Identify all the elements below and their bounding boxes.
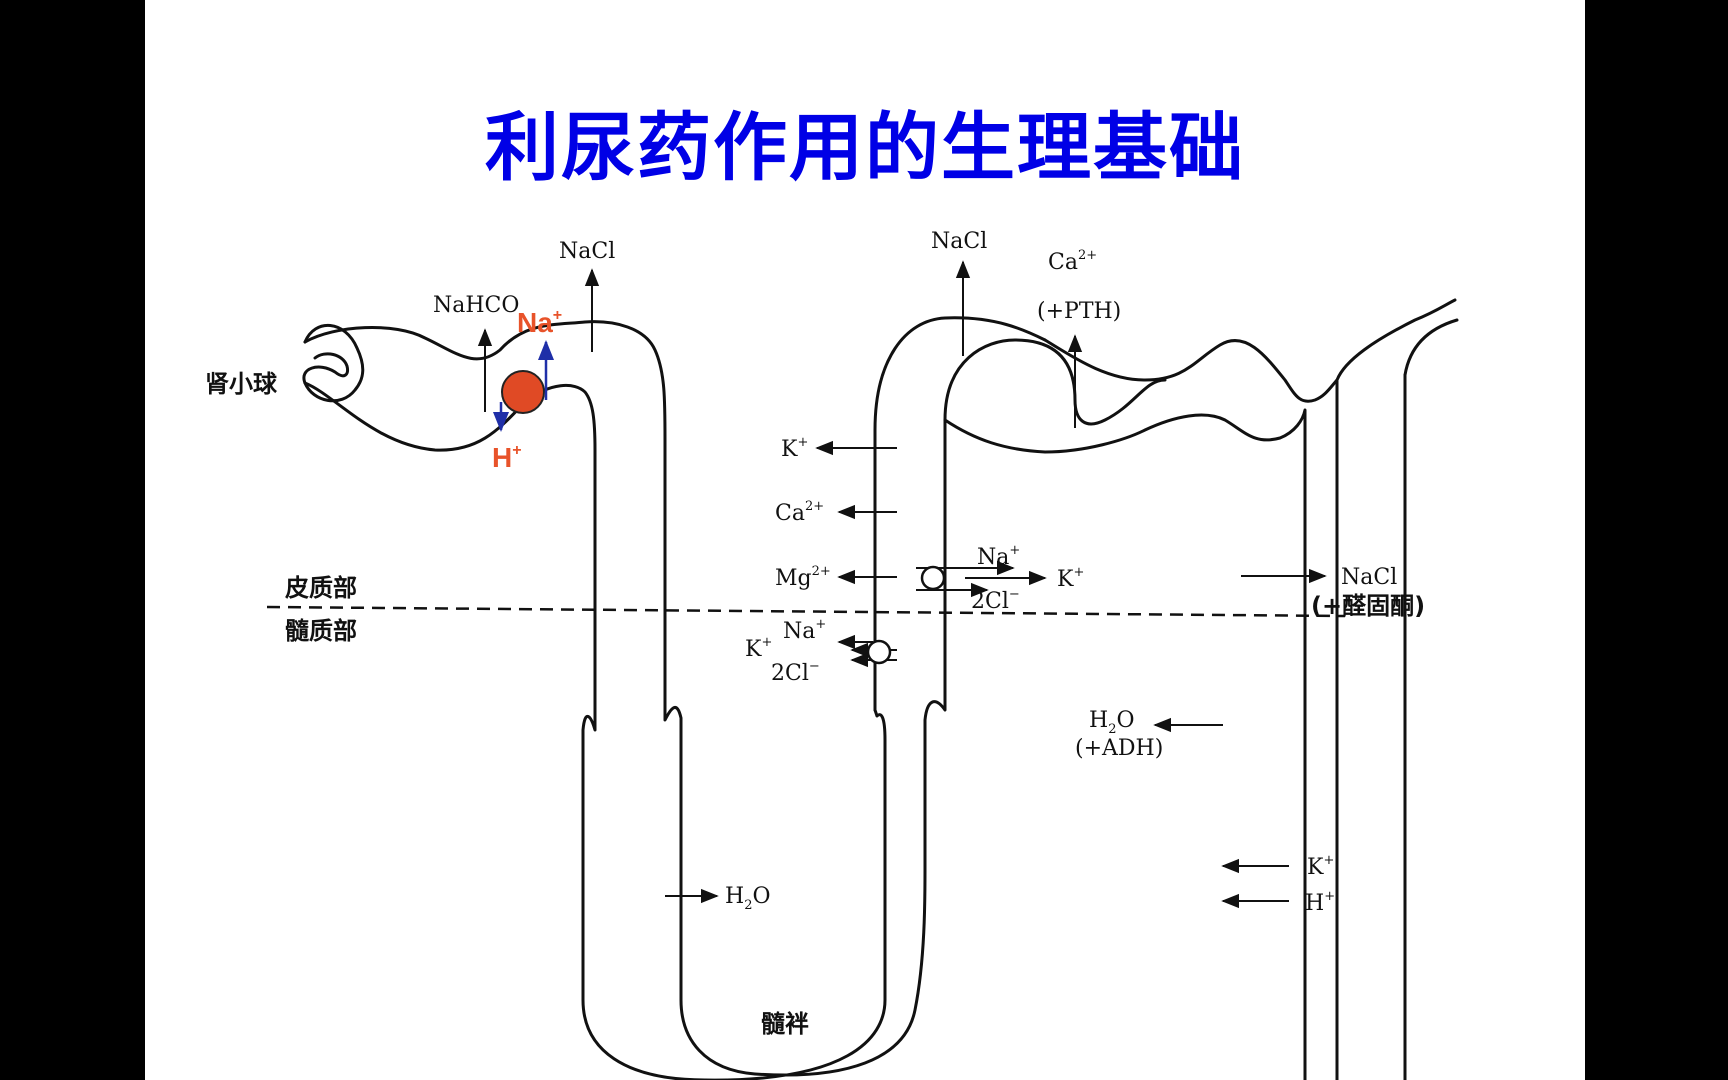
loop-inner <box>581 708 887 1080</box>
descending-h2o-label: H2O <box>725 884 771 913</box>
collecting-h-label: H+ <box>1305 889 1335 916</box>
thick-ascending-outer <box>943 338 1167 702</box>
tal-mg-label: Mg2+ <box>775 564 831 591</box>
region-cortex-label: 皮质部 <box>285 574 357 602</box>
tal-medullary-na-label: Na+ <box>783 617 826 644</box>
distal-ca-label: Ca2+ <box>1048 248 1097 275</box>
tal-medullary-k-label: K+ <box>745 635 772 662</box>
cortex-medulla-boundary <box>266 605 1346 618</box>
tal-cortical-na-label: Na+ <box>977 543 1020 570</box>
loop-label: 髓袢 <box>761 1010 809 1038</box>
proximal-tubule-inner <box>303 381 597 712</box>
collecting-adh-label: (+ADH) <box>1075 736 1163 761</box>
bowman-capsule <box>302 324 365 403</box>
na-h-exchanger-icon <box>501 370 545 414</box>
loop-outer <box>663 698 947 1077</box>
distal-nacl-label: NaCl <box>931 229 987 254</box>
collecting-duct-left <box>1335 298 1457 382</box>
nephron-diagram: 皮质部 髓质部 肾小球 髓袢 NaHCO NaCl Na+ H+ H2O <box>205 229 1459 1080</box>
tal-cortical-k-label: K+ <box>1057 565 1084 592</box>
distal-tubule-inner <box>943 408 1307 1080</box>
distal-tubule-outer <box>1043 338 1339 1080</box>
proximal-nahco-label: NaHCO <box>433 293 519 318</box>
collecting-h2o-label: H2O <box>1089 708 1135 737</box>
slide: 利尿药作用的生理基础 <box>145 0 1585 1080</box>
tal-medullary-2cl-label: 2Cl− <box>771 659 820 686</box>
proximal-tubule-outer <box>303 320 667 702</box>
h-ion-label: H+ <box>492 442 522 473</box>
slide-title: 利尿药作用的生理基础 <box>485 105 1245 191</box>
collecting-k-label: K+ <box>1307 853 1334 880</box>
distal-pth-label: (+PTH) <box>1037 299 1121 324</box>
collecting-aldosterone-label: (+醛固酮) <box>1311 592 1425 620</box>
collecting-duct-top <box>1403 318 1459 377</box>
tal-cortical-transporter-icon <box>920 565 946 591</box>
glomerulus-label: 肾小球 <box>205 370 278 398</box>
region-medulla-label: 髓质部 <box>285 617 357 645</box>
collecting-nacl-label: NaCl <box>1341 565 1397 590</box>
tal-k-label: K+ <box>781 435 808 462</box>
tal-cortical-2cl-label: 2Cl− <box>971 587 1020 614</box>
proximal-nacl-label: NaCl <box>559 239 615 264</box>
na-ion-label: Na+ <box>517 307 562 338</box>
thick-ascending-inner <box>873 316 1047 712</box>
tal-ca-label: Ca2+ <box>775 499 824 526</box>
tal-medullary-transporter-icon <box>866 639 892 665</box>
